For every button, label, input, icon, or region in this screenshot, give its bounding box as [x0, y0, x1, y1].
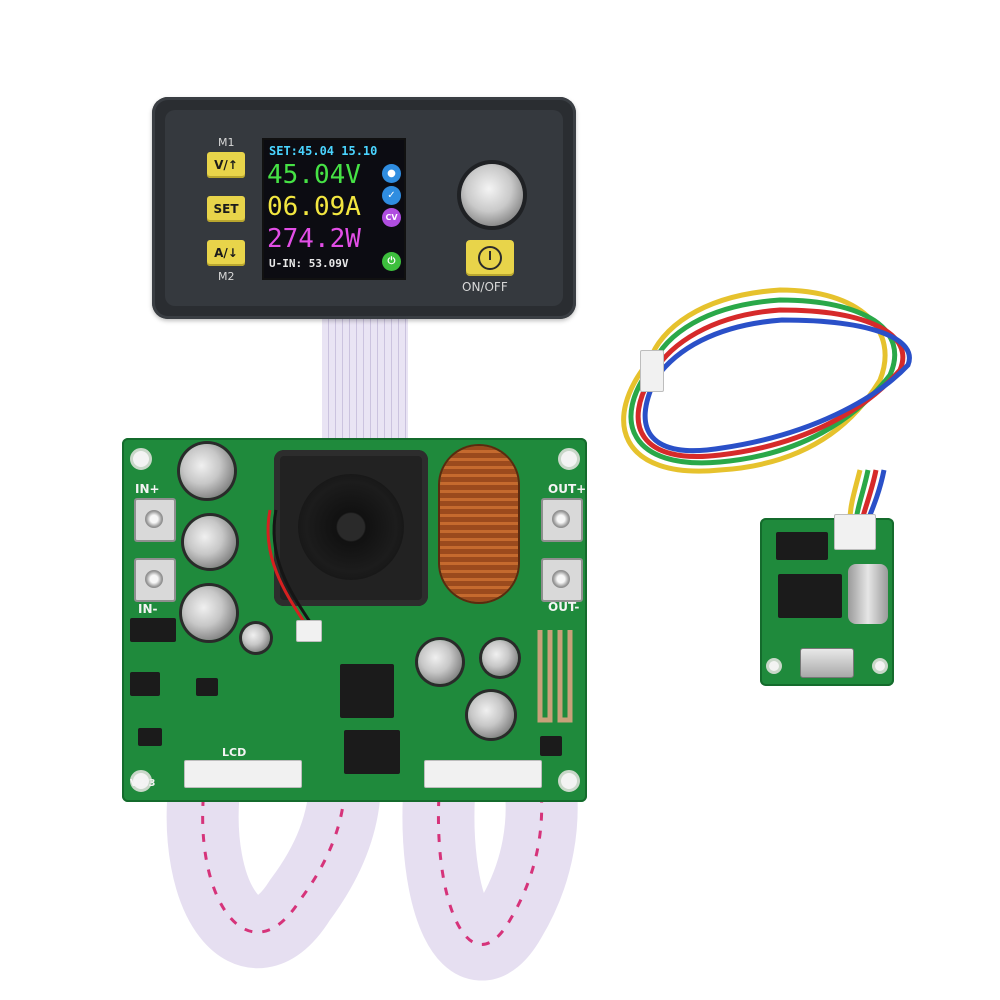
mounting-hole: [558, 448, 580, 470]
driver-chip: [344, 730, 400, 774]
transistor: [138, 728, 162, 746]
fan-connector: [296, 620, 322, 642]
capacitor: [184, 516, 236, 568]
lcd-voltage-readout: 45.04V: [267, 160, 361, 190]
mounting-hole: [872, 658, 888, 674]
capacitor: [482, 640, 518, 676]
mounting-hole: [130, 448, 152, 470]
lcd-screen: SET:45.04 15.10 45.04V 06.09A 274.2W U-I…: [262, 138, 406, 280]
display-ribbon-cable: [322, 312, 408, 452]
microcontroller-chip: [340, 664, 394, 718]
voltage-up-button[interactable]: V/↑: [207, 152, 245, 178]
lcd-power-readout: 274.2W: [267, 224, 361, 254]
out-minus-label: OUT-: [548, 600, 580, 614]
mounting-hole: [130, 770, 152, 792]
capacitor: [180, 444, 234, 498]
power-button[interactable]: [466, 240, 514, 276]
usb-ic-chip: [776, 532, 828, 560]
check-icon: ✓: [382, 186, 401, 205]
current-down-button[interactable]: A/↓: [207, 240, 245, 266]
adjust-knob[interactable]: [461, 164, 523, 226]
output-on-icon: ⏻: [382, 252, 401, 271]
capacitor: [242, 624, 270, 652]
inductor-smd: [130, 672, 160, 696]
lcd-connector-label: LCD: [222, 746, 247, 759]
m1-label: M1: [218, 136, 235, 149]
set-button[interactable]: SET: [207, 196, 245, 222]
out-plus-label: OUT+: [548, 482, 587, 496]
transistor: [196, 678, 218, 696]
usb-module-header: [834, 514, 876, 550]
input-positive-terminal[interactable]: [134, 498, 176, 542]
onoff-label: ON/OFF: [462, 280, 508, 294]
lcd-set-readout: SET:45.04 15.10: [269, 144, 378, 158]
power-icon: [478, 246, 502, 270]
mounting-hole: [558, 770, 580, 792]
board-version-label: V2.3: [130, 778, 156, 789]
in-minus-label: IN-: [138, 602, 158, 616]
lock-icon: ●: [382, 164, 401, 183]
lcd-current-readout: 06.09A: [267, 192, 361, 222]
input-negative-terminal[interactable]: [134, 558, 176, 602]
shunt-resistors: [537, 630, 573, 723]
ic-chip: [130, 618, 176, 642]
keypad-connector: [424, 760, 542, 788]
fan-wires: [266, 509, 316, 629]
output-negative-terminal[interactable]: [541, 558, 583, 602]
crystal-oscillator: [848, 564, 888, 624]
lcd-connector: [184, 760, 302, 788]
toroid-inductor: [440, 446, 518, 602]
cooling-fan: [274, 450, 428, 606]
mounting-hole: [766, 658, 782, 674]
micro-usb-port[interactable]: [800, 648, 854, 678]
in-plus-label: IN+: [135, 482, 160, 496]
usb-serial-chip: [778, 574, 842, 618]
cv-icon: CV: [382, 208, 401, 227]
lcd-input-voltage-readout: U-IN: 53.09V: [269, 257, 349, 270]
capacitor: [182, 586, 236, 640]
transistor: [540, 736, 562, 756]
capacitor: [418, 640, 462, 684]
output-positive-terminal[interactable]: [541, 498, 583, 542]
capacitor: [468, 692, 514, 738]
usb-cable-plug: [640, 350, 664, 392]
m2-label: M2: [218, 270, 235, 283]
